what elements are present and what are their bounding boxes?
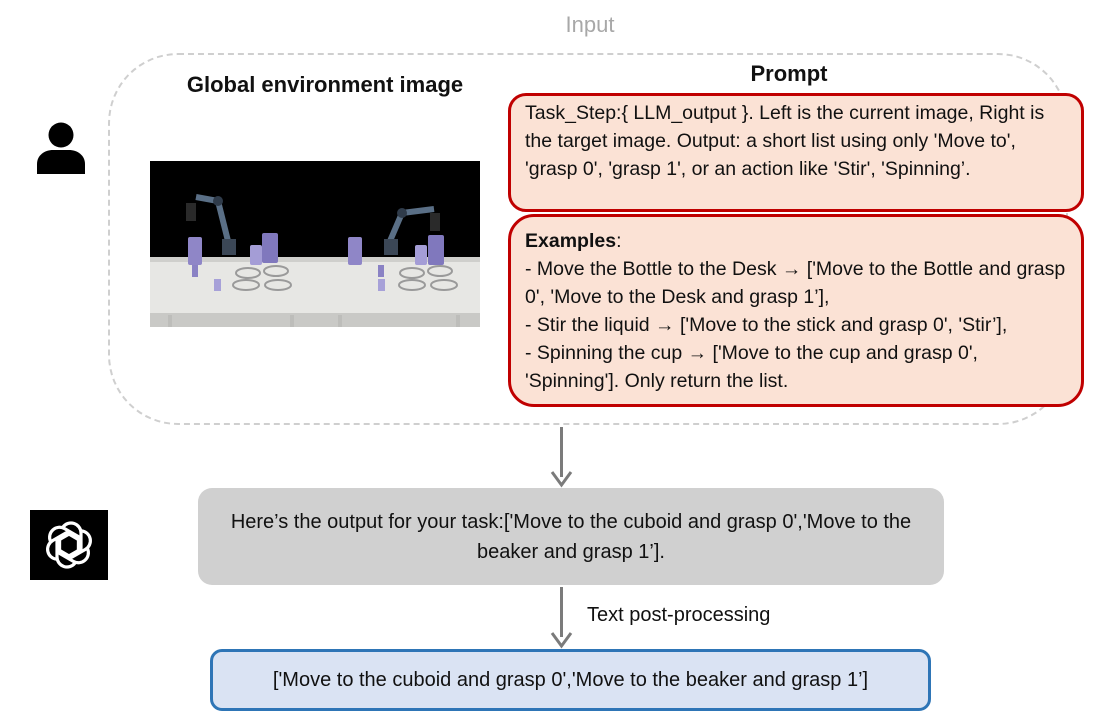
arrow-head: [550, 632, 573, 649]
final-output-box: ['Move to the cuboid and grasp 0','Move …: [210, 649, 931, 711]
examples-colon: :: [616, 230, 622, 252]
post-processing-label: Text post-processing: [587, 604, 771, 626]
final-output-text: ['Move to the cuboid and grasp 0','Move …: [272, 668, 869, 691]
input-label: Input: [565, 12, 615, 37]
user-icon: [37, 122, 85, 174]
example-item: - Spinning the cup → ['Move to the cup a…: [525, 342, 978, 392]
examples-heading-line: Examples:: [525, 227, 1067, 255]
arrow-head: [550, 471, 573, 488]
prompt-task-text: Task_Step:{ LLM_output }. Left is the cu…: [525, 102, 1045, 180]
prompt-examples-box: Examples: - Move the Bottle to the Desk …: [508, 214, 1084, 407]
prompt-task-box: Task_Step:{ LLM_output }. Left is the cu…: [508, 93, 1084, 212]
examples-heading: Examples: [525, 230, 617, 252]
target-scene-panel: [315, 206, 480, 327]
openai-logo-icon: [30, 510, 108, 580]
environment-image-title: Global environment image: [186, 72, 464, 97]
llm-output-text: Here’s the output for your task:['Move t…: [230, 510, 912, 563]
arrow-output-to-final: [560, 587, 563, 637]
arrow-input-to-output: [560, 427, 563, 477]
llm-output-box: Here’s the output for your task:['Move t…: [198, 488, 944, 585]
example-item: - Stir the liquid → ['Move to the stick …: [525, 314, 1008, 336]
prompt-title: Prompt: [750, 61, 828, 86]
current-scene-panel: [150, 194, 315, 327]
example-item: - Move the Bottle to the Desk → ['Move t…: [525, 258, 1066, 308]
environment-image: [150, 161, 480, 327]
